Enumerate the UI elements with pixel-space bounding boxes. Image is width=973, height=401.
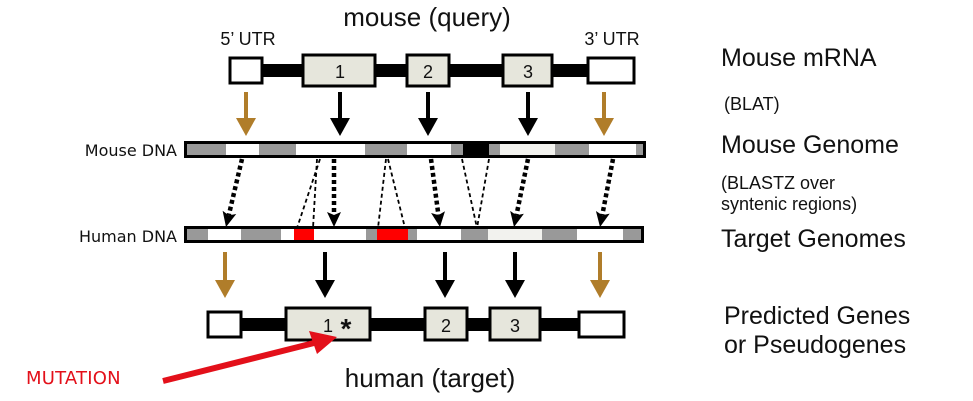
human-dna-label: Human DNA (79, 227, 177, 246)
mouse-dna-segment-grey (365, 144, 407, 155)
human-dna-segment-grey (366, 229, 377, 240)
human-dna-segment-red (294, 229, 314, 240)
mouse-dna-segment-grey (489, 144, 500, 155)
mouse-five-prime-utr (228, 56, 264, 85)
human-dna-segment-white (314, 229, 366, 240)
mutation-arrow-shaft (162, 339, 319, 384)
human-gene-model: 1 * 2 3 (206, 306, 626, 344)
human-dna-bar (184, 226, 644, 243)
human-exon-3 (488, 306, 542, 342)
mrna-to-genome-arrows (236, 92, 614, 136)
human-dna-segment-light (488, 229, 542, 240)
utr-arrow-3prime-upper-head (594, 118, 614, 136)
mutation-asterisk-icon: * (341, 313, 352, 344)
human-dna-segment-grey (241, 229, 281, 240)
genome-to-prediction-arrows (215, 252, 610, 298)
human-dna-segment-grey (408, 229, 417, 240)
side-label-mouse-mrna: Mouse mRNA (721, 44, 877, 72)
alignment-arrow-exon-2a-line (428, 158, 441, 216)
mouse-dna-segment-grey (187, 144, 226, 155)
exon-1-arrow-upper-head (330, 118, 350, 136)
mouse-dna-segment-grey (259, 144, 296, 155)
human-dna-segment-white (208, 229, 241, 240)
insertion-1-left-edge (296, 158, 321, 229)
deletion-left-edge (461, 158, 478, 229)
mouse-dna-segment-grey (636, 144, 643, 155)
side-label-pseudogenes: or Pseudogenes (724, 331, 907, 359)
mouse-dna-segment-black (463, 144, 489, 155)
side-label-blat: (BLAT) (724, 94, 780, 114)
mutation-arrow (162, 331, 337, 384)
alignment-arrow-exon-2a-head (431, 211, 445, 227)
mouse-dna-label: Mouse DNA (85, 141, 177, 160)
mouse-exon-3 (501, 53, 554, 88)
human-exon-1-label: 1 (323, 316, 333, 336)
alignment-arrow-3prime-utr-line (600, 158, 616, 216)
insertion-2-left-edge (377, 158, 387, 229)
alignment-arrow-exon-3-line (514, 158, 531, 216)
three-prime-utr-label: 3’ UTR (584, 29, 639, 49)
human-dna-segment-grey (623, 229, 641, 240)
exon-3-arrow-upper-head (518, 118, 538, 136)
exon-2-arrow-lower-head (435, 280, 455, 298)
mouse-dna-segment-white (226, 144, 259, 155)
mouse-exon-1-label: 1 (335, 62, 345, 82)
side-label-target-genomes: Target Genomes (721, 225, 906, 253)
five-prime-utr-label: 5’ UTR (220, 29, 275, 49)
human-dna-segment-white (281, 229, 294, 240)
human-exon-2 (423, 306, 469, 342)
mouse-dna-segment-grey (555, 144, 589, 155)
mouse-three-prime-utr (586, 56, 636, 85)
mouse-exon-2-label: 2 (423, 62, 433, 82)
human-five-prime-utr (206, 310, 243, 339)
human-dna-segment-white (577, 229, 623, 240)
side-label-blastz-1: (BLASTZ over (721, 173, 836, 193)
human-dna-segment-grey (461, 229, 488, 240)
target-title: human (target) (345, 363, 516, 393)
deletion-right-edge (476, 158, 490, 229)
query-title: mouse (query) (343, 2, 511, 32)
human-exon-1 (284, 306, 372, 342)
insertion-2-right-edge (387, 158, 406, 229)
alignment-arrow-5prime-utr-head (222, 210, 237, 227)
blastz-alignment-connectors (222, 158, 616, 229)
exon-2-arrow-upper-head (418, 118, 438, 136)
utr-arrow-3prime-lower-head (590, 280, 610, 298)
mouse-dna-segment-white (407, 144, 451, 155)
side-label-predicted-genes: Predicted Genes (724, 302, 911, 330)
human-exon-2-label: 2 (441, 316, 451, 336)
side-label-blastz-2: syntenic regions) (721, 194, 858, 214)
mutation-arrow-head (309, 331, 337, 354)
mutation-label: MUTATION (26, 368, 121, 389)
mouse-exon-1 (301, 53, 377, 88)
mouse-gene-model: 1 2 3 (228, 53, 636, 88)
alignment-arrow-exon-3-head (510, 210, 524, 227)
mouse-exon-3-label: 3 (523, 62, 533, 82)
exon-3-arrow-lower-head (505, 280, 525, 298)
utr-arrow-5prime-upper-head (236, 118, 256, 136)
human-exon-3-label: 3 (510, 316, 520, 336)
mouse-dna-segment-white (296, 144, 365, 155)
mouse-dna-segment-grey (451, 144, 463, 155)
human-dna-segment-red (377, 229, 408, 240)
human-dna-segment-grey (542, 229, 577, 240)
side-label-mouse-genome: Mouse Genome (721, 131, 899, 159)
mouse-dna-segment-light (500, 144, 555, 155)
alignment-arrow-3prime-utr-head (595, 210, 610, 227)
human-dna-segment-grey (187, 229, 208, 240)
exon-1-arrow-lower-head (315, 280, 335, 298)
human-three-prime-utr (577, 310, 626, 339)
alignment-arrow-5prime-utr-line (226, 158, 245, 216)
mouse-exon-2 (405, 53, 451, 88)
mouse-dna-segment-white (589, 144, 636, 155)
human-dna-segment-white (417, 229, 461, 240)
utr-arrow-5prime-lower-head (215, 280, 235, 298)
mouse-dna-bar (184, 141, 646, 158)
alignment-arrow-exon-1-head (327, 212, 341, 227)
insertion-1-right-edge (312, 158, 318, 229)
